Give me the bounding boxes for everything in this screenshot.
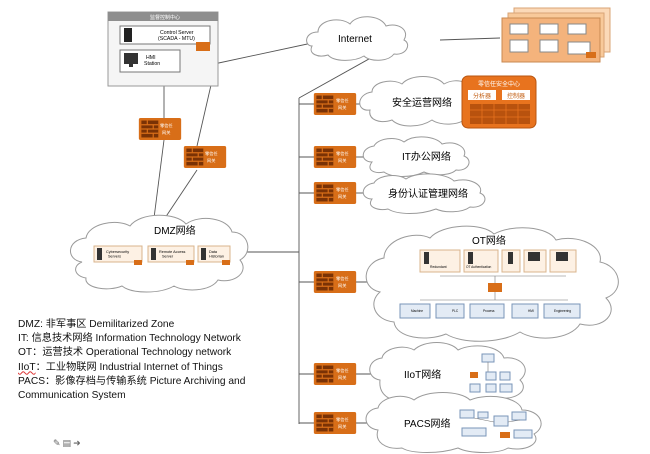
control-server-label: Control Server(SCADA - MTU) bbox=[158, 30, 195, 42]
svg-text:零信任: 零信任 bbox=[336, 186, 349, 193]
gateway-ot bbox=[313, 271, 357, 293]
legend-pacs: PACS：影像存档与传输系统 Picture Archiving and Com… bbox=[18, 375, 246, 402]
remote-sites-panel bbox=[501, 7, 611, 63]
idm-label: 身份认证管理网络 bbox=[388, 187, 468, 200]
monitor-icon bbox=[124, 53, 138, 64]
slide-toolbar: ✎▤➜ bbox=[53, 439, 83, 449]
gateway-label: 零信任 bbox=[160, 122, 173, 129]
gateway-soc bbox=[313, 93, 357, 115]
control-center-title: 监督控制中心 bbox=[150, 14, 180, 21]
svg-text:网关: 网关 bbox=[338, 282, 346, 289]
it-label: IT办公网络 bbox=[402, 150, 451, 163]
gateway-idm bbox=[313, 182, 357, 204]
svg-text:零信任: 零信任 bbox=[336, 150, 349, 157]
legend-it: IT: 信息技术网络 Information Technology Networ… bbox=[18, 333, 241, 345]
dmz-label: DMZ网络 bbox=[154, 224, 196, 237]
gateway-it bbox=[313, 146, 357, 168]
svg-text:OT Authentication: OT Authentication bbox=[466, 265, 492, 269]
legend-dmz: DMZ: 非军事区 Demilitarized Zone bbox=[18, 319, 175, 330]
legend-iiot-prefix: IIoT bbox=[18, 361, 36, 373]
legend-iiot-text: ：工业物联网 Industrial Internet of Things bbox=[35, 361, 223, 373]
svg-text:Machine: Machine bbox=[411, 309, 423, 313]
pacs-devices bbox=[459, 409, 533, 439]
svg-text:网关: 网关 bbox=[338, 374, 346, 381]
svg-text:HMI: HMI bbox=[528, 309, 534, 313]
iiot-label: IIoT网络 bbox=[404, 368, 441, 381]
svg-text:零信任: 零信任 bbox=[336, 275, 349, 282]
iiot-devices bbox=[469, 353, 513, 393]
svg-text:网关: 网关 bbox=[338, 157, 346, 164]
svg-text:Process: Process bbox=[483, 309, 495, 313]
soc-center: 零信任安全中心 分析器 控制器 bbox=[461, 75, 537, 129]
soc-label: 安全运营网络 bbox=[392, 96, 452, 109]
server-icon bbox=[124, 28, 132, 42]
soc-center-title: 零信任安全中心 bbox=[478, 80, 520, 88]
idm-cloud bbox=[362, 173, 486, 214]
svg-text:网关: 网关 bbox=[162, 129, 170, 136]
gateway-iiot bbox=[313, 363, 357, 385]
gateway-dmz bbox=[183, 146, 227, 168]
comment-icon[interactable]: ▤ bbox=[62, 439, 72, 449]
svg-text:网关: 网关 bbox=[207, 157, 215, 164]
pacs-cloud bbox=[365, 392, 542, 453]
svg-text:零信任: 零信任 bbox=[336, 97, 349, 104]
svg-text:零信任: 零信任 bbox=[336, 416, 349, 423]
svg-text:Redundant: Redundant bbox=[430, 265, 447, 269]
controller-button[interactable]: 控制器 bbox=[507, 92, 525, 100]
svg-text:PLC: PLC bbox=[452, 309, 459, 313]
ot-label: OT网络 bbox=[472, 234, 506, 247]
pacs-label: PACS网络 bbox=[404, 417, 451, 430]
internet-label: Internet bbox=[338, 34, 372, 45]
gateway-pacs bbox=[313, 412, 357, 434]
gateway-main bbox=[138, 118, 182, 140]
svg-text:零信任: 零信任 bbox=[336, 367, 349, 374]
ot-devices: Redundant OT Authentication Machine PLC Pr… bbox=[399, 249, 581, 319]
legend: DMZ: 非军事区 Demilitarized Zone IT: 信息技术网络 … bbox=[18, 318, 318, 403]
legend-ot: OT：运营技术 Operational Technology network bbox=[18, 347, 232, 359]
internet-cloud bbox=[306, 16, 409, 61]
svg-text:零信任: 零信任 bbox=[205, 150, 218, 157]
svg-text:网关: 网关 bbox=[338, 104, 346, 111]
arrow-right-icon[interactable]: ➜ bbox=[73, 439, 81, 449]
analyzer-button[interactable]: 分析器 bbox=[473, 92, 491, 100]
edit-pen-icon[interactable]: ✎ bbox=[53, 439, 61, 449]
svg-text:网关: 网关 bbox=[338, 193, 346, 200]
legend-iiot: IIoT：工业物联网 Industrial Internet of Things bbox=[18, 361, 318, 375]
svg-text:Engineering: Engineering bbox=[554, 309, 571, 313]
svg-text:网关: 网关 bbox=[338, 423, 346, 430]
